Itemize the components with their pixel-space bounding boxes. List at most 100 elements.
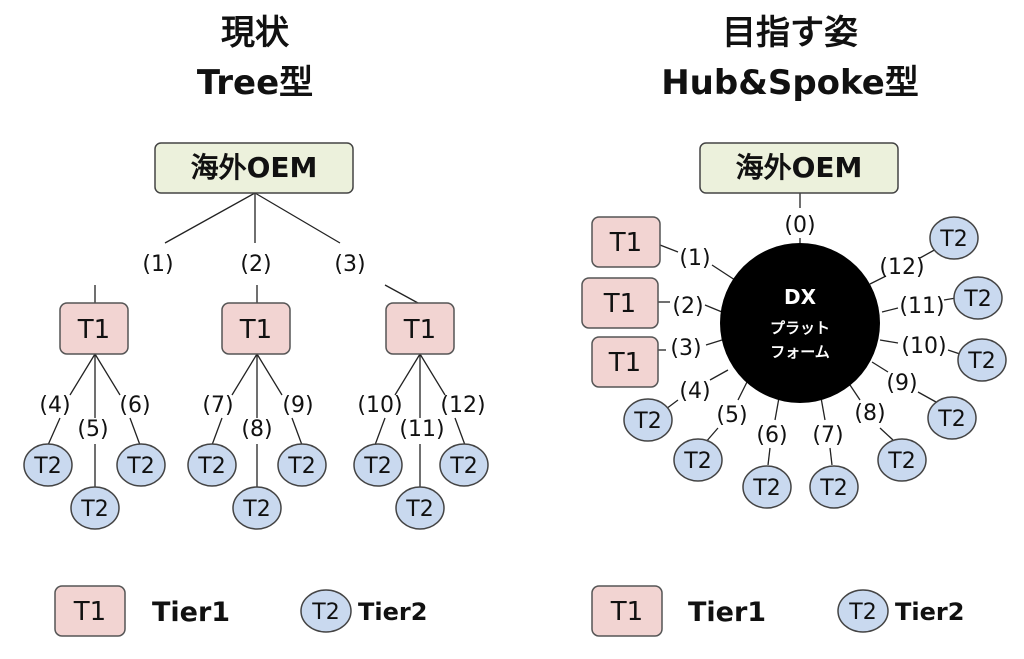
right-edge-10: (10) [901, 334, 946, 359]
right-t1-node-2 [581, 277, 659, 329]
right-t2-node [957, 338, 1007, 382]
left-t2-node [395, 486, 445, 530]
left-t1-label-1: T1 [77, 315, 110, 345]
right-edge-9: (9) [886, 371, 917, 396]
left-t2-label: T2 [363, 454, 391, 479]
right-edge-3: (3) [670, 336, 701, 361]
left-t2-label: T2 [242, 497, 270, 522]
right-t2-nodes: T2 T2 T2 T2 T2 T2 T2 T2 T2 [623, 216, 1007, 509]
right-edge-11: (11) [899, 294, 944, 319]
left-t1-label-2: T1 [239, 315, 272, 345]
right-edge-2: (2) [672, 294, 703, 319]
left-edge-3: (3) [334, 252, 365, 277]
left-edge-4: (4) [39, 393, 70, 418]
right-t2-node [742, 465, 792, 509]
right-title-line1: 目指す姿 [722, 13, 858, 53]
hub-label-line2: プラット [770, 319, 830, 337]
left-legend-t2-circle-label: T2 [311, 600, 339, 625]
left-legend-t1-text: Tier1 [152, 597, 230, 628]
right-t2-node [673, 438, 723, 482]
left-title-line2: Tree型 [197, 63, 313, 103]
right-t1-node-3 [591, 336, 659, 388]
right-edge-0: (0) [784, 213, 815, 238]
right-t2-node [877, 438, 927, 482]
left-t2-node [187, 443, 237, 487]
left-edge-2: (2) [240, 252, 271, 277]
left-edge-12: (12) [440, 393, 485, 418]
right-oem-label: 海外OEM [736, 151, 863, 184]
right-t2-label: T2 [633, 409, 661, 434]
right-t2-node [927, 396, 977, 440]
left-t2-node [353, 443, 403, 487]
left-t2-label: T2 [197, 454, 225, 479]
right-legend-t2-circle [837, 589, 889, 633]
left-legend-t1-box [54, 585, 126, 637]
hub-label-line3: フォーム [770, 343, 830, 361]
left-legend-t2-text: Tier2 [358, 598, 427, 626]
left-edge-6: (6) [119, 393, 150, 418]
left-tree-lines [47, 192, 466, 488]
right-edge-8: (8) [854, 401, 885, 426]
right-legend-t1-text: Tier1 [688, 597, 766, 628]
right-legend: T1 Tier1 T2 Tier2 [591, 585, 964, 637]
left-edge-7: (7) [202, 393, 233, 418]
right-t2-node [929, 216, 979, 260]
dx-platform-hub [720, 243, 880, 403]
left-edge-9: (9) [282, 393, 313, 418]
right-t1-label-3: T1 [608, 348, 641, 378]
right-legend-t2-text: Tier2 [895, 598, 964, 626]
right-t2-node [623, 398, 673, 442]
left-t2-label: T2 [126, 454, 154, 479]
right-legend-t1-box-label: T1 [610, 597, 643, 627]
right-edge-1: (1) [679, 246, 710, 271]
right-title-line2: Hub&Spoke型 [661, 63, 919, 103]
right-edge-5: (5) [716, 403, 747, 428]
right-t1-label-2: T1 [603, 289, 636, 319]
left-t2-node [232, 486, 282, 530]
left-oem-label: 海外OEM [191, 151, 318, 184]
left-t1-label-3: T1 [403, 315, 436, 345]
right-t2-label: T2 [939, 227, 967, 252]
right-edge-4: (4) [679, 379, 710, 404]
left-legend-t1-box-label: T1 [73, 597, 106, 627]
left-t2-node [277, 443, 327, 487]
right-t2-node [809, 465, 859, 509]
left-oem-node [154, 142, 354, 194]
hub-label-line1: DX [784, 285, 817, 309]
left-t2-label: T2 [449, 454, 477, 479]
left-t2-label: T2 [405, 497, 433, 522]
left-title-line1: 現状 [221, 13, 290, 53]
left-t2-label: T2 [33, 454, 61, 479]
right-t2-label: T2 [819, 476, 847, 501]
right-oem-node [699, 142, 899, 194]
left-t2-label: T2 [287, 454, 315, 479]
right-legend-t1-box [591, 585, 663, 637]
left-t2-node [439, 443, 489, 487]
right-t1-label-1: T1 [609, 228, 642, 258]
right-t2-label: T2 [967, 349, 995, 374]
left-t2-label: T2 [80, 497, 108, 522]
left-t1-node-2 [221, 302, 291, 355]
right-t1-node-1 [591, 216, 661, 268]
right-t2-label: T2 [887, 449, 915, 474]
right-t2-label: T2 [937, 407, 965, 432]
left-legend: T1 Tier1 T2 Tier2 [54, 585, 427, 637]
left-edge-1: (1) [142, 252, 173, 277]
right-edge-7: (7) [812, 423, 843, 448]
right-edge-12: (12) [879, 255, 924, 280]
left-t1-node-3 [385, 302, 455, 355]
right-legend-t2-circle-label: T2 [848, 600, 876, 625]
left-t1-node-1 [59, 302, 129, 355]
right-t2-label: T2 [752, 476, 780, 501]
left-edge-5: (5) [77, 417, 108, 442]
left-t2-node [70, 486, 120, 530]
right-t2-label: T2 [683, 449, 711, 474]
left-edge-11: (11) [399, 417, 444, 442]
left-legend-t2-circle [300, 589, 352, 633]
left-edge-10: (10) [357, 393, 402, 418]
right-t2-node [953, 276, 1003, 320]
left-edge-8: (8) [241, 417, 272, 442]
right-edge-6: (6) [756, 423, 787, 448]
left-t2-nodes: T2 T2 T2 T2 T2 T2 T2 T2 T2 [23, 443, 489, 530]
